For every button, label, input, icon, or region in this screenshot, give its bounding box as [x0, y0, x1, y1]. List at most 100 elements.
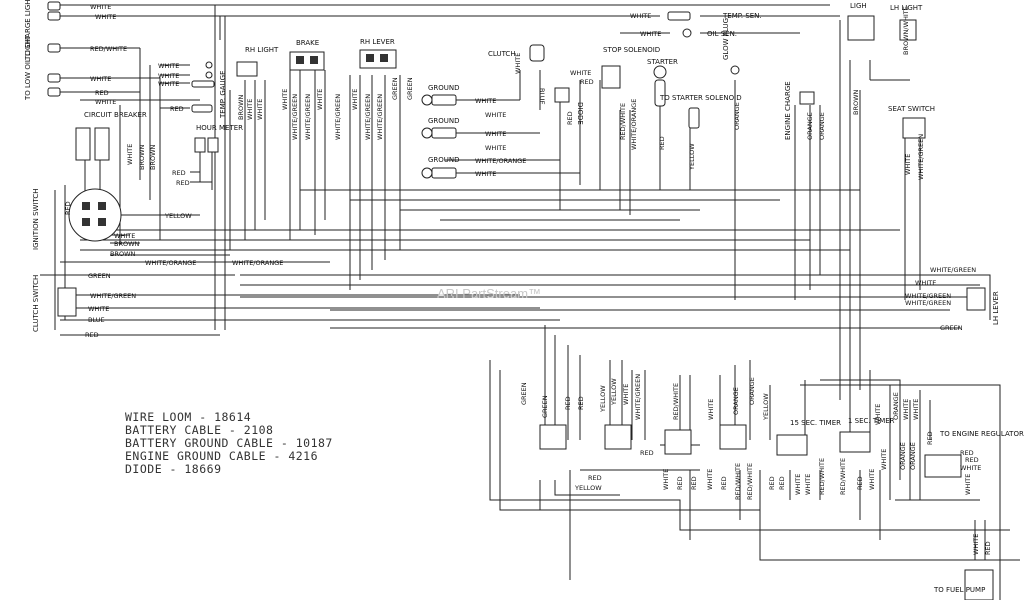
wire-label: WHITE [874, 404, 882, 425]
label-seat-switch: SEAT SWITCH [888, 105, 935, 113]
wire-label: WHITE [630, 12, 651, 20]
label-starter: STARTER [647, 58, 678, 66]
label-lh-lever: LH LEVER [992, 291, 1000, 325]
wire-label: WHITE [485, 111, 506, 119]
wire-lines [40, 4, 1020, 600]
wire-label: BROWN [114, 240, 140, 248]
wire-label: WHITE/GREEN [376, 94, 384, 140]
wire-label: WHITE/GREEN [291, 94, 299, 140]
wire-label: WHITE [90, 3, 111, 11]
wire-label: WHITE [246, 99, 254, 120]
wire-label: WHITE [902, 399, 910, 420]
wire-label: WHITE [804, 474, 812, 495]
connector-shapes [47, 1, 994, 600]
label-stop-solenoid: STOP SOLENOID [603, 46, 660, 54]
wire-label: WHITE/GREEN [364, 94, 372, 140]
wire-label: WHITE [707, 399, 715, 420]
wire-label: ORANGE [732, 387, 740, 415]
wire-label: GREEN [520, 382, 528, 405]
wire-label: WHITE/GREEN [917, 134, 925, 180]
label-to-starter-solenoid: TO STARTER SOLENOID [659, 94, 742, 102]
wire-label: WHITE/GREEN [334, 94, 342, 140]
wire-label: WHITE [880, 449, 888, 470]
wire-label: GREEN [940, 324, 963, 332]
wire-label: RED [85, 331, 99, 339]
label-brake: BRAKE [296, 39, 319, 47]
wire-label: RED [856, 476, 864, 490]
wire-label: WHITE [351, 89, 359, 110]
parts-notes: WIRE LOOM - 18614 BATTERY CABLE - 2108 B… [125, 410, 333, 476]
note-line: BATTERY GROUND CABLE - 10187 [125, 436, 333, 450]
label-lh-light: LH LIGHT [890, 4, 923, 12]
label-hour-meter: HOUR METER [196, 124, 243, 132]
wire-label: WHITE [960, 464, 981, 472]
wire-label: WHITE/GREEN [930, 266, 976, 274]
wire-label: WHITE [570, 69, 591, 77]
wire-label: WHITE [95, 98, 116, 106]
note-line: BATTERY CABLE - 2108 [125, 423, 273, 437]
wire-label: WHITE/ORANGE [475, 157, 526, 165]
wire-label: BROWN [149, 144, 157, 170]
wire-label: RED [588, 474, 602, 482]
wire-label: WHITE [640, 30, 661, 38]
label-to-fuel-pump: TO FUEL PUMP [933, 586, 985, 594]
label-to-low-oil-light: TO LOW OIL LIGHT [24, 34, 32, 101]
wire-label: WHITE [915, 279, 936, 287]
wire-label: WHITE/ORANGE [630, 99, 638, 150]
wire-label: RED [172, 169, 186, 177]
label-ground-2: GROUND [428, 117, 460, 125]
wire-label: WHITE [90, 75, 111, 83]
wire-label: WHITE [158, 62, 179, 70]
wire-label: RED/WHITE [746, 463, 754, 500]
wire-label: RED/WHITE [734, 463, 742, 500]
wire-label: WHITE [706, 469, 714, 490]
wire-labels: WHITE WHITE RED/WHITE WHITE RED WHITE WH… [64, 3, 992, 555]
label-oil-sen: OIL SEN. [707, 30, 737, 38]
wire-label: GREEN [391, 77, 399, 100]
label-timer-15: 15 SEC. TIMER [790, 419, 841, 427]
wire-label: YELLOW [688, 143, 696, 171]
label-temp-sen: TEMP. SEN. [722, 12, 762, 20]
wire-label: RED [926, 431, 934, 445]
watermark: ARI PartStream™ [437, 286, 541, 301]
wire-label: RED [577, 396, 585, 410]
wire-label: YELLOW [164, 212, 192, 220]
note-line: DIODE - 18669 [125, 462, 222, 476]
wire-label: WHITE [475, 170, 496, 178]
wire-label: RED [965, 456, 979, 464]
wire-label: BROWN [237, 94, 245, 120]
wire-label: WHITE [662, 469, 670, 490]
wire-label: WHITE [158, 80, 179, 88]
wire-label: WHITE [158, 72, 179, 80]
wire-label: RED [64, 201, 72, 215]
wire-label: RED [640, 449, 654, 457]
wire-label: WHITE/GREEN [634, 374, 642, 420]
wire-label: WHITE [622, 384, 630, 405]
label-clutch: CLUTCH [488, 50, 516, 58]
label-ground-1: GROUND [428, 84, 460, 92]
wire-label: YELLOW [762, 393, 770, 421]
wire-label: WHITE [485, 130, 506, 138]
wire-label: ORANGE [806, 112, 814, 140]
wire-label: WHITE [514, 53, 522, 74]
wire-label: BROWN [110, 250, 136, 258]
label-ground-3: GROUND [428, 156, 460, 164]
component-labels: RH LIGHT BRAKE RH LEVER CLUTCH STOP SOLE… [24, 0, 1024, 594]
wire-label: WHITE [114, 232, 135, 240]
wire-label: RED [778, 476, 786, 490]
label-light-top: LIGH [850, 2, 867, 10]
wire-label: RED [170, 105, 184, 113]
wire-label: RED [580, 78, 594, 86]
wire-label: WHITE [868, 469, 876, 490]
label-glow-plug: GLOW PLUG [722, 18, 730, 60]
wire-label: RED/WHITE [839, 458, 847, 495]
wire-label: RED [768, 476, 776, 490]
label-engine-charge: ENGINE CHARGE [784, 81, 792, 140]
wire-label: YELLOW [574, 484, 602, 492]
wire-label: WHITE [281, 89, 289, 110]
wire-label: RED [984, 541, 992, 555]
wire-label: YELLOW [599, 385, 607, 413]
wire-label: BROWN [138, 144, 146, 170]
